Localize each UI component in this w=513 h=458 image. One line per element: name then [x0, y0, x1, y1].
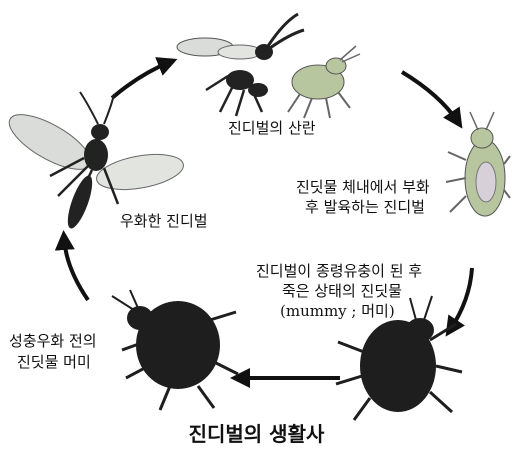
label-hatching-1: 진딧물 체내에서 부화 [296, 178, 430, 197]
label-hatching-2: 후 발육하는 진디벌 [305, 198, 425, 217]
parasitized-aphid-icon [446, 112, 510, 216]
pre-emergence-mummy-icon [112, 290, 238, 410]
label-mummy-1: 진디벌이 종령유충이 된 후 [256, 262, 422, 281]
label-mummy-3: (mummy ; 머미) [280, 302, 395, 321]
host-aphid-icon [288, 46, 360, 118]
ovipositing-wasp-icon [177, 14, 304, 116]
cycle-arrow-2 [450, 268, 472, 330]
label-mummy-2: 죽은 상태의 진딧물 [282, 282, 402, 301]
cycle-arrow-4 [64, 238, 88, 300]
label-emerged: 우화한 진디벌 [120, 212, 208, 231]
label-pre-emergence-1: 성충우화 전의 [9, 332, 97, 351]
emerged-wasp-icon [2, 92, 186, 231]
diagram-title: 진디벌의 생활사 [0, 418, 513, 447]
label-oviposition: 진디벌의 산란 [228, 119, 316, 138]
label-pre-emergence-2: 진딧물 머미 [17, 353, 91, 372]
cycle-arrow-5 [112, 62, 170, 98]
cycle-arrow-1 [402, 72, 458, 122]
